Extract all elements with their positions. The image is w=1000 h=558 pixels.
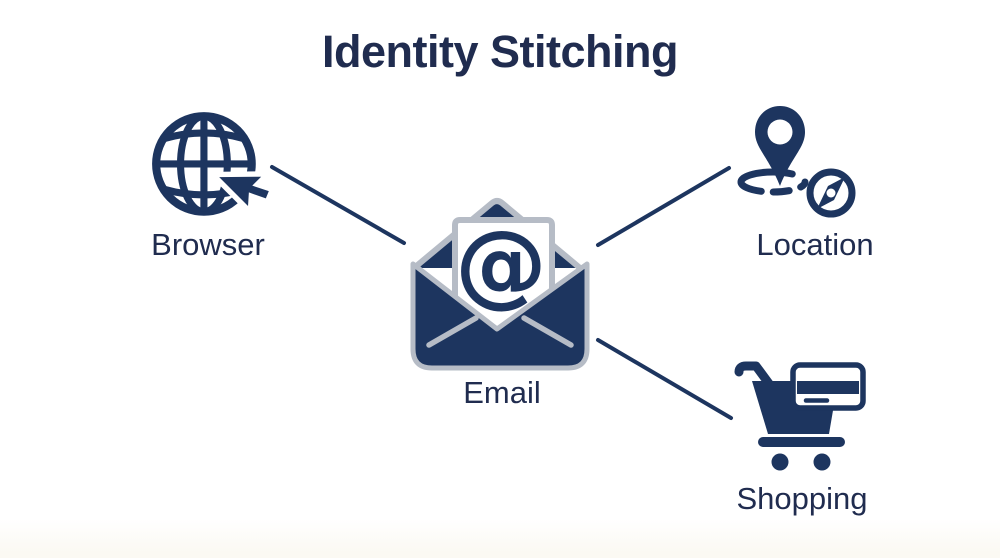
connector-email-shopping bbox=[596, 338, 733, 420]
email-envelope-at-icon: @ bbox=[410, 198, 590, 371]
node-label-shopping: Shopping bbox=[736, 481, 868, 516]
cursor-arrow-icon bbox=[213, 171, 269, 212]
node-label-location: Location bbox=[756, 227, 874, 262]
node-label-email: Email bbox=[463, 375, 541, 410]
node-label-browser: Browser bbox=[151, 227, 265, 262]
at-symbol: @ bbox=[455, 211, 547, 318]
page-title: Identity Stitching bbox=[322, 26, 679, 77]
credit-card-icon bbox=[790, 362, 866, 411]
map-pin-compass-icon bbox=[737, 106, 856, 218]
globe-cursor-icon bbox=[152, 112, 269, 216]
connector-browser-email bbox=[270, 165, 406, 245]
cart-wheel bbox=[771, 453, 789, 471]
cart-credit-card-icon bbox=[734, 361, 866, 471]
connector-email-location bbox=[596, 166, 731, 247]
cart-wheel bbox=[813, 453, 831, 471]
